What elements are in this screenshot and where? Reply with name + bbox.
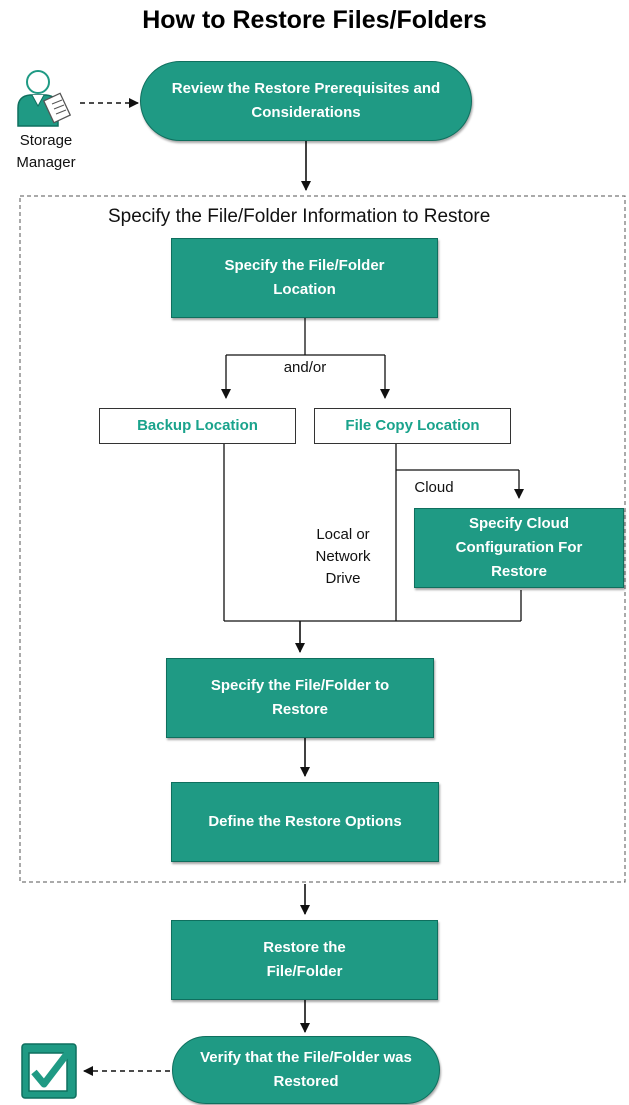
- step-specify-location: Specify the File/Folder Location: [171, 238, 438, 318]
- step-define-options-label: Define the Restore Options: [208, 813, 402, 830]
- and-or-label: and/or: [283, 359, 327, 376]
- step-cloud-config: Specify Cloud Configuration For Restore: [414, 508, 624, 588]
- file-copy-location-box: File Copy Location: [314, 408, 511, 444]
- backup-location-box: Backup Location: [99, 408, 296, 444]
- step-review: Review the Restore Prerequisites and Con…: [140, 61, 472, 141]
- checkmark-icon: [20, 1042, 78, 1100]
- file-copy-location-label: File Copy Location: [345, 417, 480, 434]
- section-title: Specify the File/Folder Information to R…: [108, 206, 491, 227]
- page-title: How to Restore Files/Folders: [142, 6, 487, 34]
- actor-label: Storage Manager: [16, 132, 76, 171]
- step-verify-label: Verify that the File/Folder was Restored: [200, 1049, 412, 1090]
- step-specify-location-label: Specify the File/Folder Location: [224, 257, 385, 298]
- backup-location-label: Backup Location: [137, 417, 258, 434]
- step-specify-restore-label: Specify the File/Folder to Restore: [210, 677, 390, 718]
- storage-manager-icon: [12, 66, 76, 128]
- step-review-label: Review the Restore Prerequisites and Con…: [171, 80, 441, 121]
- section-border: [19, 195, 626, 883]
- step-restore: Restore the File/Folder: [171, 920, 438, 1000]
- local-network-label: Local or Network Drive: [315, 526, 371, 587]
- step-cloud-config-label: Specify Cloud Configuration For Restore: [455, 515, 583, 580]
- cloud-label: Cloud: [414, 479, 454, 496]
- step-restore-label: Restore the File/Folder: [263, 939, 346, 980]
- step-specify-restore: Specify the File/Folder to Restore: [166, 658, 434, 738]
- step-define-options: Define the Restore Options: [171, 782, 439, 862]
- step-verify: Verify that the File/Folder was Restored: [172, 1036, 440, 1104]
